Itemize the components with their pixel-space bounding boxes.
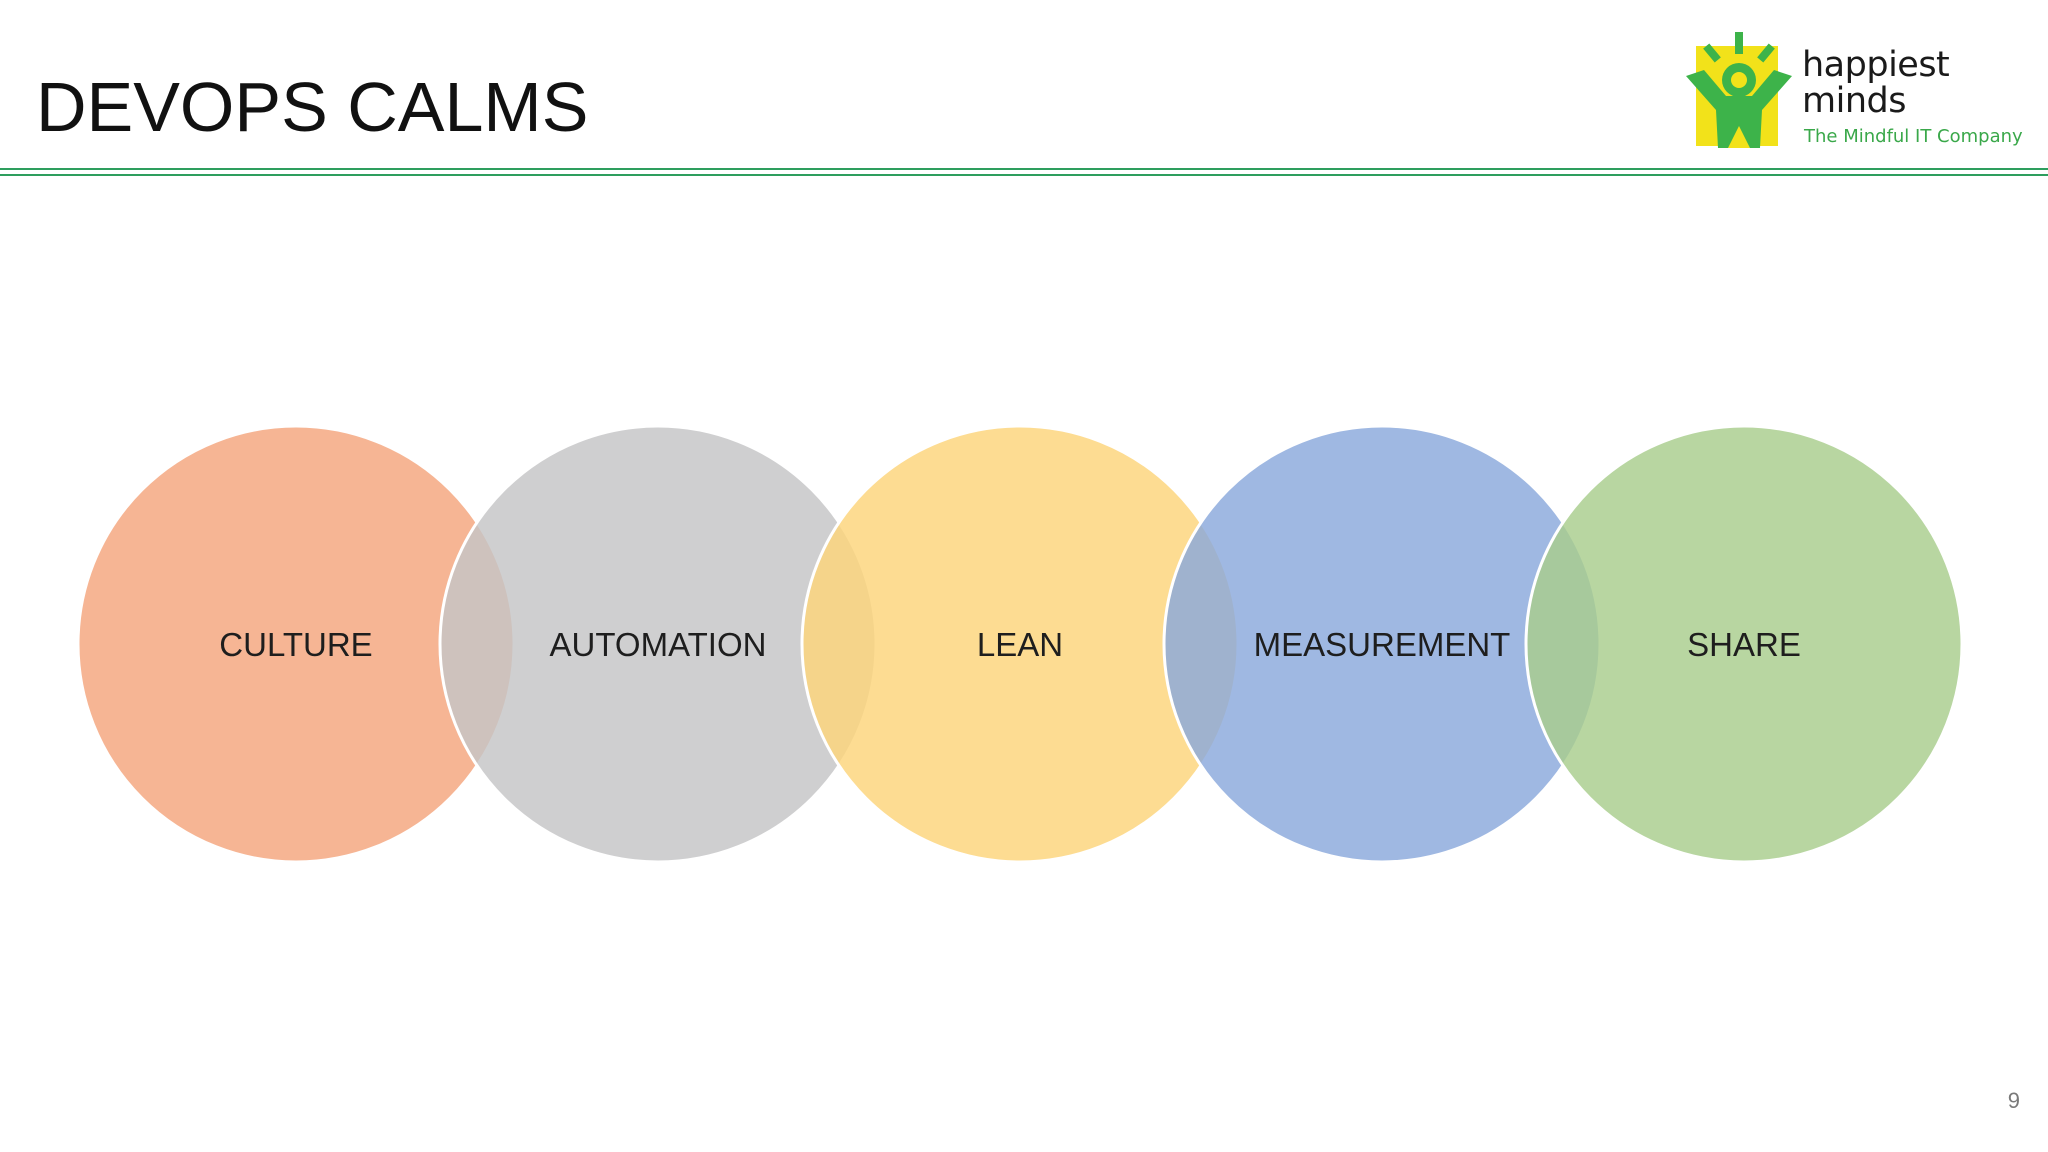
circle-share [1524, 424, 1964, 864]
circle-label-lean: LEAN [977, 626, 1063, 663]
logo-text-line-1: happiest [1802, 45, 1950, 85]
circle-label-culture: CULTURE [219, 626, 372, 663]
page-number: 9 [2007, 1088, 2020, 1113]
logo-tagline: The Mindful IT Company [1804, 126, 2023, 147]
logo-text-line-2: minds [1802, 81, 1906, 121]
company-logo: happiest minds The Mindful IT Company [1682, 30, 2023, 154]
header-divider [0, 168, 2048, 176]
circle-label-measurement: MEASUREMENT [1254, 626, 1511, 663]
circle-label-share: SHARE [1687, 626, 1801, 663]
happiest-minds-logo-icon [1686, 32, 1792, 148]
slide-title: DEVOPS CALMS [36, 68, 589, 146]
circle-label-automation: AUTOMATION [550, 626, 767, 663]
